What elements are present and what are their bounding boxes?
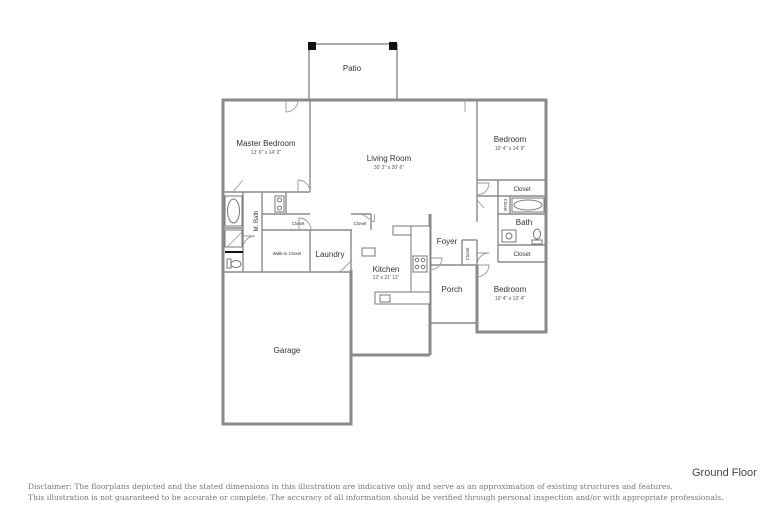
master-vanity — [274, 195, 285, 213]
kitchen-dims: 12' x 21' 11" — [373, 275, 400, 281]
closet-upper-right-label: Closet — [513, 187, 530, 193]
master-shower — [224, 229, 243, 248]
disclaimer-line-2: This illustration is not guaranteed to b… — [28, 493, 724, 502]
bath-toilet — [531, 239, 543, 245]
laundry-label: Laundry — [316, 250, 345, 259]
master-bedroom-label: Master Bedroom — [236, 139, 295, 148]
patio-post-right — [389, 42, 397, 50]
disclaimer-line-1: Disclaimer: The floorplans depicted and … — [28, 482, 673, 491]
fixtures — [224, 195, 545, 269]
garage-label: Garage — [274, 346, 301, 355]
closet-tiny-right-label: Closet — [503, 199, 508, 213]
bedroom-2-dims: 10' 4" x 13' 4" — [495, 296, 525, 302]
patio-post-left — [308, 42, 316, 50]
porch-label: Porch — [442, 285, 463, 294]
kitchen-counters — [361, 225, 431, 305]
m-bath-label: M. Bath — [254, 211, 260, 232]
walk-in-closet-label: Walk-in Closet — [273, 251, 303, 256]
closet-foyer-label: Closet — [465, 247, 470, 261]
door-swings — [232, 99, 490, 278]
bath-label: Bath — [516, 218, 532, 227]
kitchen-sink — [379, 294, 391, 303]
bedroom-1-dims: 10' 4" x 14' 9" — [495, 146, 525, 152]
master-bedroom-dims: 13' 6" x 14' 2" — [251, 150, 281, 156]
living-room-dims: 30' 2" x 20' 6" — [374, 165, 404, 171]
bedroom-1-label: Bedroom — [494, 135, 527, 144]
exterior-walls — [221, 98, 548, 426]
floor-label: Ground Floor — [692, 467, 757, 479]
kitchen-label: Kitchen — [373, 265, 400, 274]
patio-label: Patio — [343, 64, 362, 73]
disclaimer: Disclaimer: The floorplans depicted and … — [28, 481, 748, 503]
closet-mbath-label: Closet — [292, 221, 306, 226]
master-toilet — [226, 258, 232, 269]
range-icon — [412, 255, 428, 273]
living-room-label: Living Room — [367, 154, 412, 163]
bedroom-2-label: Bedroom — [494, 285, 527, 294]
closet-lower-right-label: Closet — [513, 252, 530, 258]
interior-walls — [223, 100, 546, 273]
foyer-label: Foyer — [437, 237, 458, 246]
closet-hall-label: Closet — [354, 221, 368, 226]
